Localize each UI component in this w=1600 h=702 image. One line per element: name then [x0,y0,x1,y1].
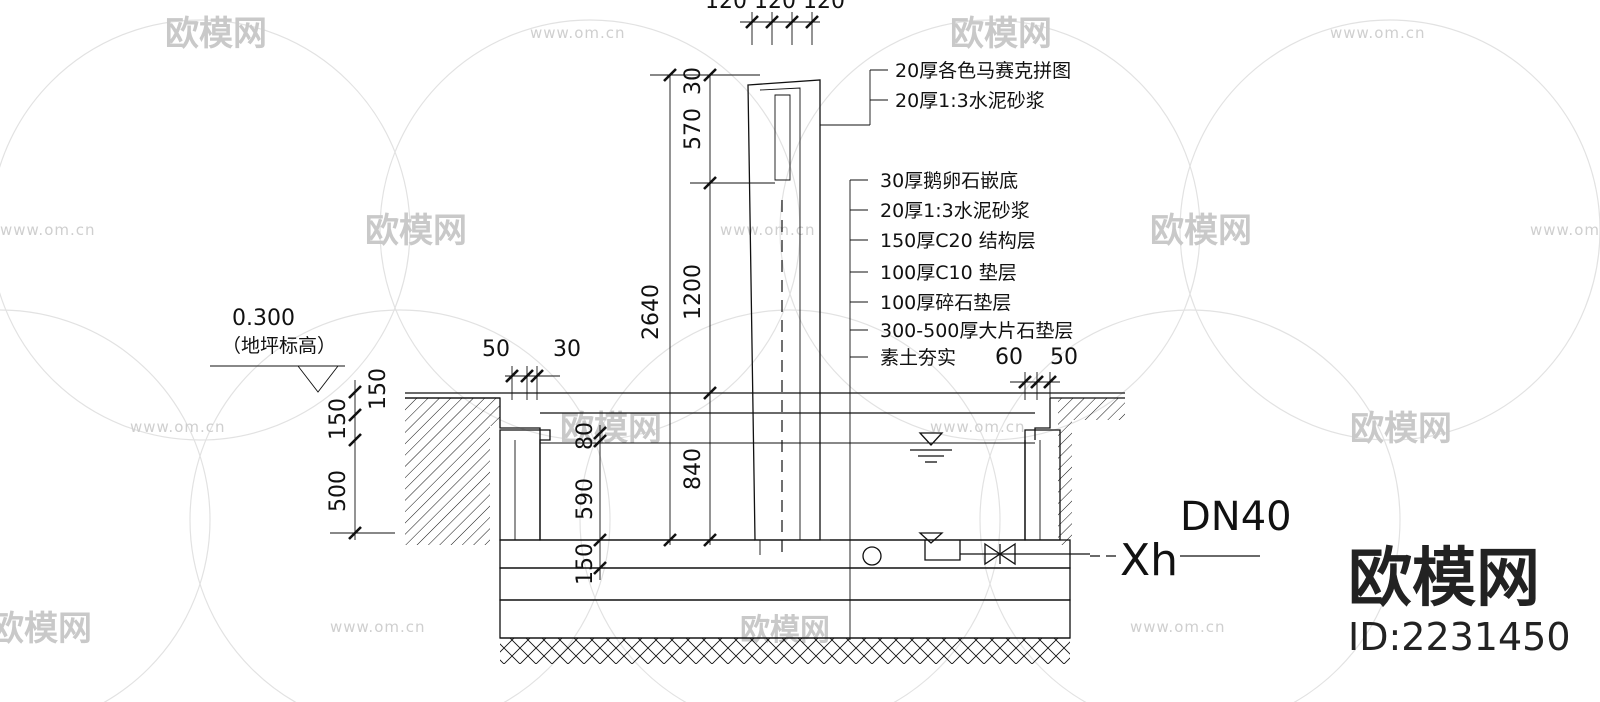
watermark-circles [0,19,1600,702]
dim-50b: 50 [1050,345,1078,370]
column-dimensions: 2640 1200 570 30 840 [639,67,775,547]
brand-logo-text: 欧模网 [1348,542,1540,616]
dim-570: 570 [681,108,706,150]
watermark-url: www.om.cn [530,24,626,42]
watermark-url: www.om.cn [930,418,1026,436]
callout-layer-6: 300-500厚大片石垫层 [880,320,1073,342]
pool-dimensions: 80 590 150 [573,422,607,585]
callouts-top: 20厚各色马赛克拼图 20厚1:3水泥砂浆 [820,60,1071,126]
top-dimensions: 120 120 120 [705,0,845,45]
watermark-url: www.om.cn [1330,24,1426,42]
feature-column [747,79,821,560]
watermark-url: www.om.cn [0,221,96,239]
watermark-brand: 欧模网 [165,14,267,54]
elevation-note: （地坪标高） [222,335,336,357]
callout-mortar-top: 20厚1:3水泥砂浆 [895,90,1045,112]
callout-layer-5: 100厚碎石垫层 [880,292,1011,314]
callouts-layers: 30厚鹅卵石嵌底 20厚1:3水泥砂浆 150厚C20 结构层 100厚C10 … [849,170,1073,640]
dim-left-150b: 150 [326,398,351,440]
watermark-brand: 欧模网 [950,14,1052,54]
dim-30: 30 [681,67,706,95]
dim-150: 150 [573,543,598,585]
watermark-brand: 欧模网 [1150,211,1252,251]
callout-layer-2: 20厚1:3水泥砂浆 [880,200,1030,222]
watermark-brand: 欧模网 [0,609,92,649]
model-id: ID:2231450 [1348,615,1571,659]
brand-stamp: 欧模网 ID:2231450 [1348,542,1571,659]
right-top-dimensions: 60 50 [995,345,1078,400]
watermark-brand: 欧模网 [1350,409,1452,449]
dim-50: 50 [482,337,510,362]
dim-left-500: 500 [326,470,351,512]
watermark-url: www.om.cn [130,418,226,436]
wall-top-dimensions: 50 30 [482,337,581,400]
watermark-url: www.om.cn [1530,221,1600,239]
elevation-marker: 0.300 （地坪标高） [210,306,345,393]
ground-section [405,392,1125,545]
watermark-brand-group: 欧模网 欧模网 欧模网 欧模网 欧模网 欧模网 欧模网 欧模网 [0,14,1452,649]
callout-layer-3: 150厚C20 结构层 [880,230,1036,252]
dim-left-150a: 150 [366,368,391,410]
dim-840: 840 [681,448,706,490]
pipe-code: Xh [1120,535,1178,586]
watermark-brand: 欧模网 [365,211,467,251]
watermark-url: www.om.cn [1130,618,1226,636]
callout-layer-1: 30厚鹅卵石嵌底 [880,170,1018,192]
callout-layer-4: 100厚C10 垫层 [880,262,1017,284]
watermark-brand: 欧模网 [560,409,662,449]
base-layers [499,532,1090,664]
water-level-symbol [910,432,952,463]
dim-590: 590 [573,478,598,520]
callout-mosaic: 20厚各色马赛克拼图 [895,60,1071,82]
elevation-value: 0.300 [232,306,295,331]
dim-60: 60 [995,345,1023,370]
dim-80: 80 [573,422,598,450]
supply-pipe: Xh DN40 [1090,494,1292,586]
left-dimensions: 150 150 500 [326,368,395,540]
pipe-label: DN40 [1180,494,1292,540]
watermark-url-group: www.om.cn www.om.cn www.om.cn www.om.cn … [0,24,1600,636]
dim-1200: 1200 [681,264,706,320]
watermark-url: www.om.cn [720,221,816,239]
watermark-url: www.om.cn [330,618,426,636]
top-dims-text: 120 120 120 [705,0,845,14]
callout-layer-7: 素土夯实 [880,347,956,369]
dim-30: 30 [553,337,581,362]
dim-2640: 2640 [639,284,664,340]
